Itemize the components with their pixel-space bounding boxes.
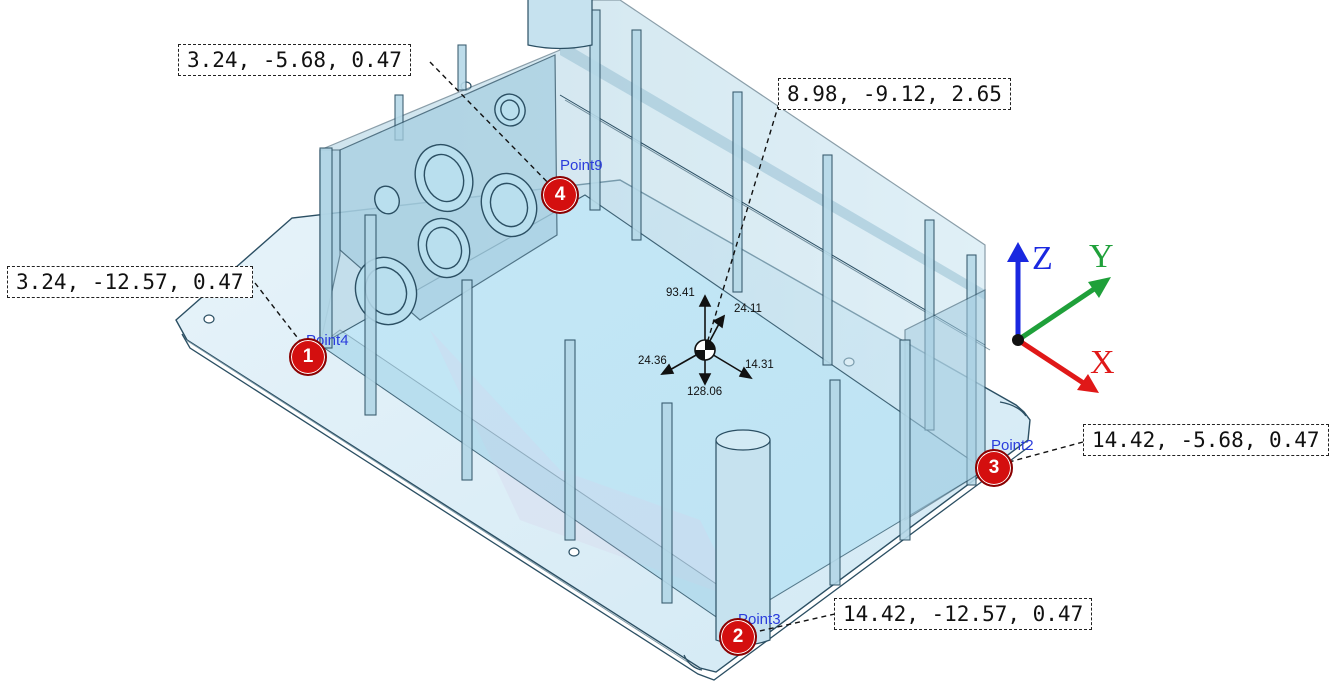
com-dim-left: 24.36 <box>638 355 667 367</box>
com-dim-right: 14.31 <box>745 359 774 371</box>
front-wall <box>319 147 986 646</box>
point-marker-3[interactable]: 3 <box>975 449 1013 487</box>
coord-box-center-of-mass: 8.98, -9.12, 2.65 <box>778 78 1011 110</box>
center-of-mass-symbol[interactable] <box>660 294 753 386</box>
com-leader-line <box>704 99 781 351</box>
point-marker-2[interactable]: 2 <box>719 618 757 656</box>
point-marker-1[interactable]: 1 <box>289 338 327 376</box>
leader-lines <box>254 61 1084 636</box>
coordinate-triad <box>1007 242 1111 393</box>
coord-box-point9: 3.24, -5.68, 0.47 <box>178 44 411 76</box>
axis-label-x: X <box>1090 344 1115 381</box>
axis-label-y: Y <box>1089 238 1114 275</box>
coord-box-point2: 14.42, -5.68, 0.47 <box>1083 424 1329 456</box>
axis-label-z: Z <box>1032 240 1053 277</box>
com-dim-down: 128.06 <box>687 386 723 398</box>
coord-box-point3: 14.42, -12.57, 0.47 <box>834 598 1093 630</box>
com-dim-up-right: 24.11 <box>734 303 762 315</box>
com-dim-up: 93.41 <box>666 287 695 299</box>
gland-block <box>339 54 558 326</box>
coord-box-point4: 3.24, -12.57, 0.47 <box>7 266 253 298</box>
point-label-point9: Point9 <box>560 157 603 174</box>
point-marker-4[interactable]: 4 <box>541 176 579 214</box>
